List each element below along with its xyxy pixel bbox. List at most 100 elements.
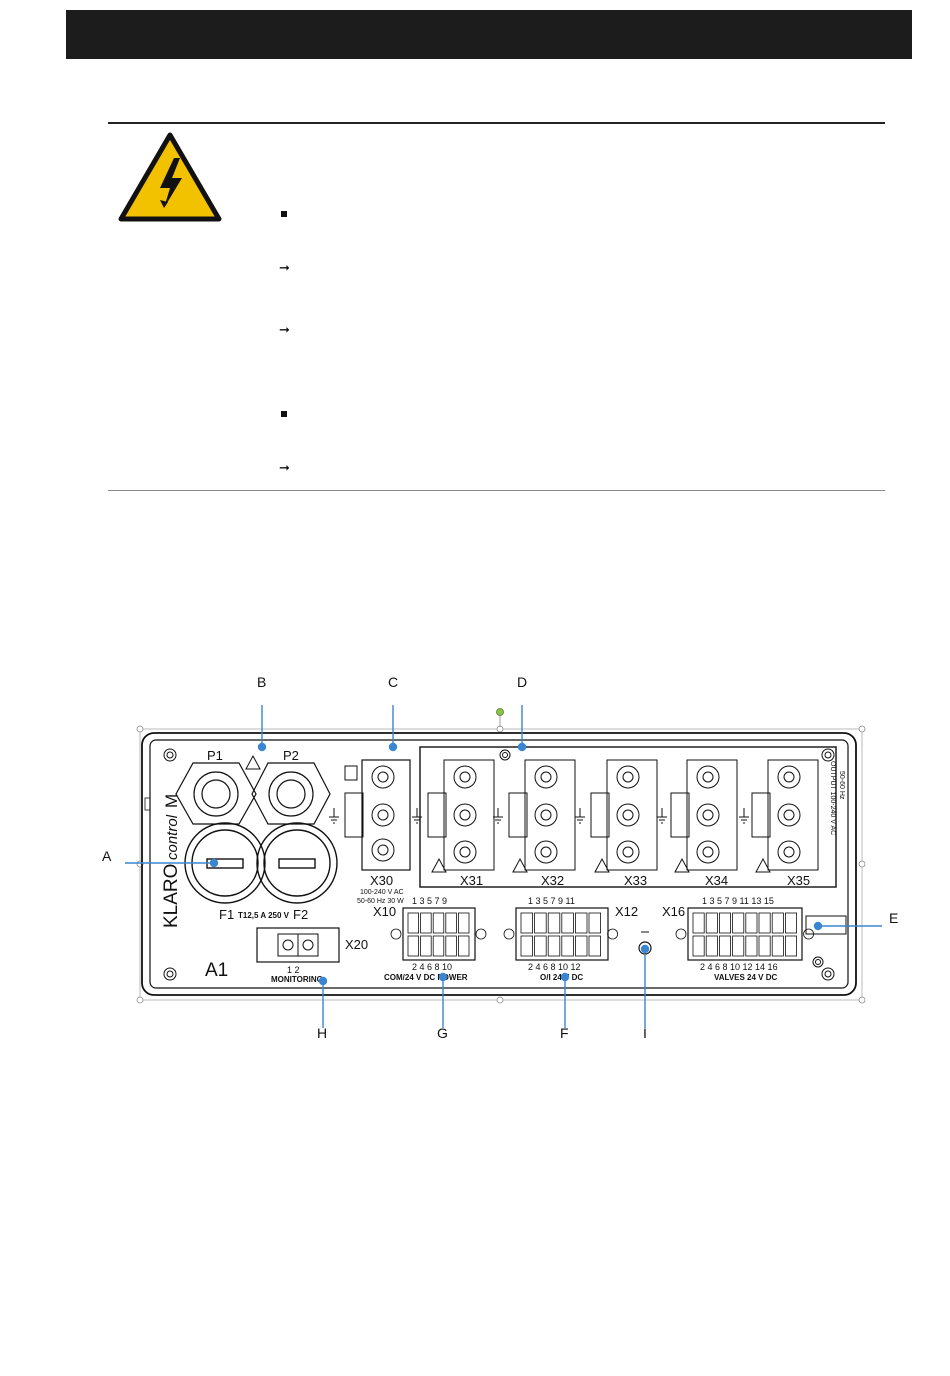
mount-screw — [503, 928, 515, 940]
label-x30: X30 — [370, 873, 393, 888]
pin-cell — [705, 912, 718, 934]
pin-cell — [575, 912, 588, 934]
connector-x12 — [515, 907, 609, 961]
pin-cell — [771, 935, 784, 957]
board-id: A1 — [205, 960, 228, 981]
callout-d: D — [517, 674, 527, 690]
pin-cell — [561, 935, 574, 957]
x10-top-pins: 1 3 5 7 9 — [412, 896, 447, 906]
ground-icon — [657, 808, 667, 824]
selection-frame — [139, 728, 863, 1001]
pin-cell — [445, 912, 457, 934]
pin-cell — [445, 935, 457, 957]
label-f2: F2 — [293, 907, 308, 922]
fuse-rating: T12,5 A 250 V — [238, 911, 290, 920]
label-p1: P1 — [207, 748, 223, 763]
pin-cell — [785, 912, 798, 934]
warning-triangle-icon — [512, 857, 528, 873]
output-terminal-4 — [670, 759, 738, 873]
label-x34: X34 — [705, 873, 728, 888]
output-terminal-5 — [751, 759, 819, 873]
mount-screw — [607, 928, 618, 940]
housing-inner — [149, 739, 849, 989]
x20-caption: MONITORING — [271, 975, 323, 984]
callout-dot-d — [517, 742, 527, 752]
callout-dot-h — [318, 976, 328, 986]
status-led — [638, 941, 652, 955]
label-x12: X12 — [615, 904, 638, 919]
x10-caption: COM/24 V DC POWER — [384, 973, 468, 982]
rotate-handle — [496, 708, 504, 716]
brand-main: KLARO — [161, 864, 182, 928]
ground-icon — [739, 808, 749, 824]
pin-cell — [732, 935, 745, 957]
label-x10: X10 — [373, 904, 396, 919]
gland-p2 — [251, 762, 331, 825]
list-arrow-1: ➞ — [279, 261, 290, 276]
callout-h: H — [317, 1025, 327, 1041]
x12-bottom-pins: 2 4 6 8 10 12 — [528, 962, 581, 972]
connector-x20 — [256, 927, 340, 963]
pin-cell — [420, 912, 432, 934]
callout-a: A — [102, 848, 112, 864]
header-bar — [66, 10, 912, 59]
list-bullet-2 — [281, 411, 287, 417]
pin-cell — [432, 935, 445, 957]
x16-top-pins: 1 3 5 7 9 11 13 15 — [702, 896, 774, 906]
brand-model: M — [162, 794, 181, 808]
mount-screw — [475, 928, 487, 940]
label-x16: X16 — [662, 904, 685, 919]
pin-cell — [692, 912, 705, 934]
pin-cell — [758, 935, 771, 957]
mount-screw — [675, 928, 687, 940]
controller-diagram: KLARO control M P1 P2 F1 T12,5 A 250 V F… — [0, 660, 950, 1050]
pin-cell — [719, 912, 732, 934]
brand-text: KLARO control M — [161, 794, 182, 928]
x30-rating-2: 50-60 Hz 30 W — [357, 898, 404, 905]
controller-diagram-svg: KLARO control M P1 P2 F1 T12,5 A 250 V F… — [102, 674, 898, 1041]
outputs-panel — [419, 746, 837, 888]
pin-cell — [457, 935, 470, 957]
ground-icon — [493, 808, 503, 824]
warning-triangle-icon — [755, 857, 771, 873]
bottom-rule — [108, 490, 885, 491]
pin-cell — [561, 912, 574, 934]
x10-bottom-pins: 2 4 6 8 10 — [412, 962, 452, 972]
pin-cell — [407, 935, 420, 957]
callout-e: E — [889, 910, 898, 926]
callout-dot-g — [438, 972, 448, 982]
pin-cell — [692, 935, 705, 957]
ground-icon — [329, 808, 339, 824]
callout-dot-i — [640, 944, 650, 954]
output-terminal-3 — [590, 759, 658, 873]
pin-cell — [457, 912, 470, 934]
pin-cell — [534, 912, 547, 934]
pin-cell — [534, 935, 547, 957]
callout-dot-e — [813, 921, 823, 931]
label-p2: P2 — [283, 748, 299, 763]
output-terminal-1 — [427, 759, 495, 873]
top-rule — [108, 122, 885, 124]
pin-cell — [420, 935, 432, 957]
pin-cell — [547, 935, 561, 957]
pin-cell — [520, 935, 534, 957]
callout-b: B — [257, 674, 266, 690]
pin-cell — [758, 912, 771, 934]
pin-cell — [732, 912, 745, 934]
warning-triangle-icon — [674, 857, 690, 873]
callout-g: G — [437, 1025, 448, 1041]
pin-cell — [588, 912, 602, 934]
fuse-f2 — [256, 822, 338, 904]
pin-cell — [432, 912, 445, 934]
x16-bottom-pins: 2 4 6 8 10 12 14 16 — [700, 962, 778, 972]
mount-screw — [390, 928, 402, 940]
label-x20: X20 — [345, 937, 368, 952]
output-rating-1: OUTPUT 100-240 V AC — [829, 761, 836, 835]
connector-x16 — [687, 907, 803, 961]
callout-dot-b — [257, 742, 267, 752]
x30-rating-1: 100-240 V AC — [360, 889, 404, 896]
x12-top-pins: 1 3 5 7 9 11 — [528, 896, 575, 906]
connector-x10 — [402, 907, 476, 961]
callout-dot-c — [388, 742, 398, 752]
list-arrow-2: ➞ — [279, 323, 290, 338]
